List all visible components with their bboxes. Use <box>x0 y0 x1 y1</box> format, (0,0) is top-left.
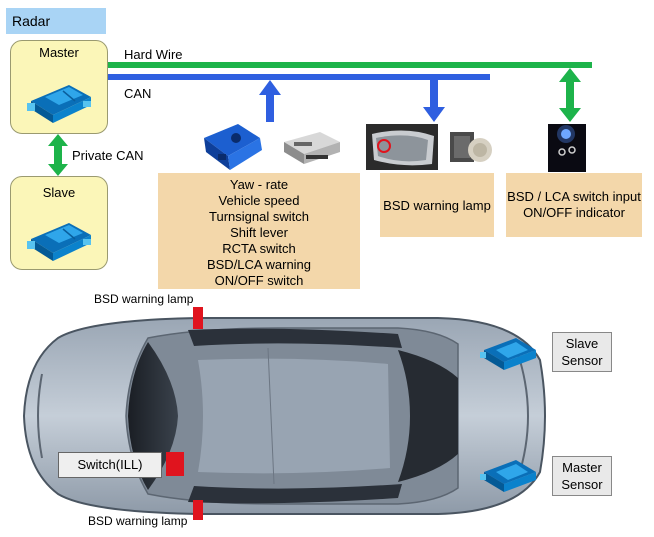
switch-ill-marker <box>166 452 184 476</box>
can-label: CAN <box>124 86 152 101</box>
slave-sensor-icon <box>480 338 536 370</box>
input-turnsignal-switch: Turnsignal switch <box>209 209 309 224</box>
vehicle-inputs-box: Yaw - rate Vehicle speed Turnsignal swit… <box>158 173 360 289</box>
input-rcta-switch: RCTA switch <box>222 241 296 256</box>
ecu-module-icon <box>284 132 340 164</box>
slave-sensor-line-1: Slave <box>565 336 599 351</box>
switch-indicator-icon <box>548 124 586 172</box>
bsd-lamp-top-label: BSD warning lamp <box>94 292 194 306</box>
switch-input-line-2: ON/OFF indicator <box>523 205 625 220</box>
yaw-sensor-icon <box>204 124 262 170</box>
radar-title: Radar (24GHz) <box>6 8 106 55</box>
input-bsd-lca-warning: BSD/LCA warning <box>206 257 312 272</box>
bsd-lamp-box: BSD warning lamp <box>380 173 494 237</box>
switch-input-box: BSD / LCA switch input ON/OFF indicator <box>506 173 642 237</box>
hard-wire-switch-arrow <box>559 68 581 122</box>
bsd-lamp-top-marker <box>193 307 203 329</box>
master-label: Master <box>39 45 79 60</box>
input-vehicle-speed: Vehicle speed <box>218 193 300 208</box>
can-input-arrow <box>259 80 281 122</box>
master-radar-node: Master <box>10 40 108 134</box>
private-can-arrow <box>48 134 68 176</box>
slave-radar-icon <box>27 223 91 261</box>
master-sensor-icon <box>480 460 536 492</box>
can-output-arrow <box>423 80 445 122</box>
slave-radar-node: Slave <box>10 176 108 270</box>
bsd-lamp-bottom-marker <box>193 500 203 520</box>
bsd-lamp-box-text: BSD warning lamp <box>383 197 491 213</box>
slave-sensor-box: Slave Sensor <box>552 332 612 372</box>
bsd-lamp-bottom-label: BSD warning lamp <box>88 514 188 528</box>
switch-ill-box: Switch(ILL) <box>58 452 162 478</box>
master-sensor-line-2: Sensor <box>561 477 603 492</box>
hard-wire-label: Hard Wire <box>124 47 183 62</box>
input-yaw-rate: Yaw - rate <box>229 177 289 192</box>
input-shift-lever: Shift lever <box>230 225 288 240</box>
slave-sensor-line-2: Sensor <box>561 353 603 368</box>
slave-label: Slave <box>42 185 76 200</box>
warning-lamp-icon <box>450 132 492 162</box>
master-radar-icon <box>27 85 91 123</box>
switch-input-line-1: BSD / LCA switch input <box>507 189 641 204</box>
private-can-label: Private CAN <box>72 148 144 163</box>
car-top-view <box>22 317 546 515</box>
master-sensor-line-1: Master <box>562 460 602 475</box>
hard-wire-line <box>108 62 592 68</box>
can-line <box>108 74 490 80</box>
master-sensor-box: Master Sensor <box>552 456 612 496</box>
side-mirror-icon <box>366 124 438 170</box>
input-on-off-switch: ON/OFF switch <box>214 273 304 288</box>
